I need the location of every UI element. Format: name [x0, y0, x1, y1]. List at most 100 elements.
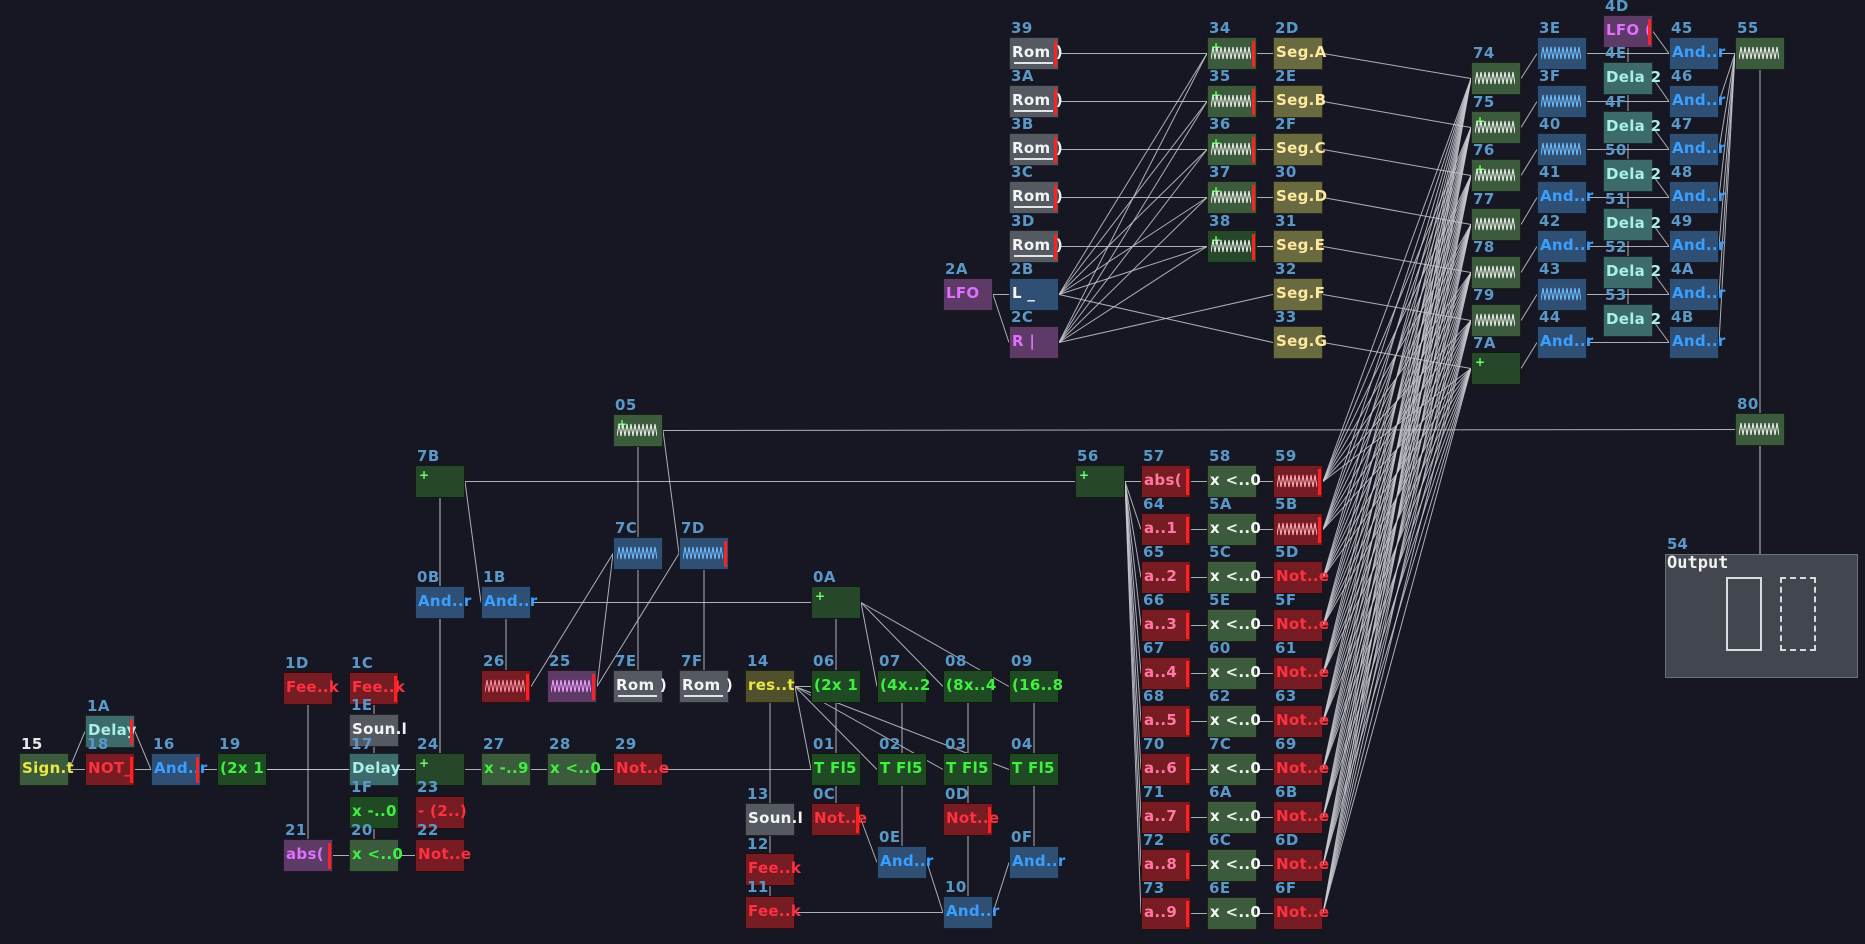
node-25[interactable]: 25: [547, 653, 597, 703]
node-0a[interactable]: 0A+: [811, 569, 861, 619]
node-36[interactable]: 36+: [1207, 116, 1257, 166]
node-23[interactable]: 23- (2..): [415, 779, 467, 829]
node-19[interactable]: 19(2x 1: [217, 736, 267, 786]
node-74[interactable]: 74: [1471, 45, 1521, 95]
node-7b[interactable]: 7B+: [415, 448, 465, 498]
node-75[interactable]: 75+: [1471, 94, 1521, 144]
node-07[interactable]: 07(4x..2: [877, 653, 930, 703]
node-34[interactable]: 34+: [1207, 20, 1257, 70]
node-05[interactable]: 05+: [613, 397, 663, 447]
node-7d[interactable]: 7D: [679, 520, 729, 570]
node-79[interactable]: 79: [1471, 287, 1521, 337]
node-7c[interactable]: 7C: [613, 520, 663, 570]
node-43[interactable]: 43: [1537, 261, 1587, 311]
node-55[interactable]: 55: [1735, 20, 1785, 70]
node-06[interactable]: 06(2x 1: [811, 653, 861, 703]
node-35[interactable]: 35+: [1207, 68, 1257, 118]
node-5b[interactable]: 5B: [1273, 496, 1323, 546]
node-09[interactable]: 09(16..8: [1009, 653, 1063, 703]
node-24[interactable]: 24+: [415, 736, 465, 786]
node-80[interactable]: 80: [1735, 396, 1785, 446]
node-3e[interactable]: 3E: [1537, 20, 1587, 70]
node-56[interactable]: 56+: [1075, 448, 1125, 498]
output-panel[interactable]: 54 Output: [1665, 535, 1858, 678]
